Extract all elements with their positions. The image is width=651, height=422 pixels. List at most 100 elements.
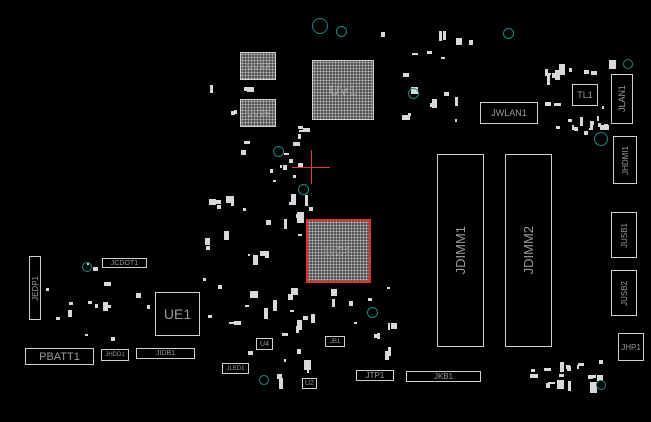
smd-pad	[589, 123, 593, 128]
label: JHDMI1	[620, 145, 630, 175]
smd-pad	[218, 285, 222, 289]
component-uc1-selected[interactable]: UC1	[306, 219, 371, 283]
component-jlan1[interactable]: JLAN1	[611, 74, 633, 124]
smd-pad	[430, 103, 433, 108]
smd-pad	[589, 127, 593, 130]
mounting-hole	[336, 26, 347, 37]
smd-pad	[555, 70, 561, 81]
smd-pad	[204, 238, 210, 245]
smd-pad	[241, 150, 247, 155]
smd-pad	[233, 110, 237, 115]
smd-pad	[584, 70, 590, 74]
smd-pad	[387, 287, 390, 290]
component-ue1[interactable]: UE1	[155, 292, 200, 336]
smd-pad	[306, 364, 309, 373]
smd-pad	[147, 305, 150, 309]
component-jedp1[interactable]: JEDP1	[29, 256, 41, 320]
smd-pad	[566, 364, 570, 369]
component-jdimm2[interactable]: JDIMM2	[505, 154, 552, 347]
label: UV13	[246, 61, 270, 71]
component-uv13[interactable]: UV13	[240, 52, 276, 80]
smd-pad	[284, 218, 288, 229]
smd-pad	[551, 73, 556, 78]
component-jtp1[interactable]: JTP1	[356, 370, 394, 381]
smd-pad	[443, 31, 447, 40]
smd-pad	[426, 51, 432, 54]
smd-pad	[412, 52, 418, 55]
smd-pad	[348, 300, 353, 306]
smd-pad	[292, 142, 300, 146]
smd-pad	[55, 316, 60, 321]
label: JWLAN1	[491, 108, 527, 118]
smd-pad	[280, 165, 283, 168]
smd-pad	[272, 179, 276, 182]
smd-pad	[291, 199, 296, 206]
smd-pad	[243, 141, 250, 144]
component-jwlan1[interactable]: JWLAN1	[480, 102, 538, 124]
label: JTP1	[365, 371, 385, 380]
smd-pad	[544, 68, 549, 73]
component-jhdmi1[interactable]: JHDMI1	[613, 136, 637, 184]
smd-pad	[602, 106, 605, 109]
smd-pad	[110, 337, 115, 342]
label: JKB1	[433, 372, 454, 381]
component-u2[interactable]: U2	[302, 378, 317, 389]
smd-pad	[589, 382, 597, 393]
smd-pad	[106, 305, 111, 309]
smd-pad	[387, 322, 391, 330]
smd-pad	[384, 351, 390, 360]
label: JEDP1	[30, 275, 40, 301]
smd-pad	[295, 214, 301, 218]
smd-pad	[246, 87, 255, 92]
smd-pad	[597, 122, 601, 128]
component-jhp1[interactable]: JHP1	[618, 333, 644, 361]
smd-pad	[545, 102, 552, 106]
component-pbatt1[interactable]: PBATT1	[25, 348, 94, 365]
smd-pad	[401, 115, 410, 121]
smd-pad	[297, 349, 301, 354]
smd-pad	[368, 297, 373, 301]
smd-pad	[573, 127, 578, 132]
smd-pad	[548, 381, 555, 384]
component-jb1[interactable]: JB1	[325, 336, 345, 347]
label: JIDB1	[155, 350, 176, 357]
label: JCDOT1	[110, 259, 139, 267]
component-jidb1[interactable]: JIDB1	[136, 348, 195, 359]
smd-pad	[289, 158, 294, 164]
component-jhdd1[interactable]: JHDD1	[101, 349, 129, 361]
component-uv1[interactable]: UV1	[312, 60, 374, 120]
component-jcdot1[interactable]: JCDOT1	[102, 258, 147, 268]
smd-pad	[455, 97, 459, 107]
mounting-hole	[367, 307, 378, 318]
label: JUSB2	[619, 280, 629, 306]
component-u4[interactable]: U4	[256, 338, 273, 350]
smd-pad	[46, 288, 50, 291]
smd-pad	[265, 220, 271, 225]
smd-pad	[310, 313, 315, 323]
component-jusb2[interactable]: JUSB2	[611, 270, 637, 316]
component-tl1[interactable]: TL1	[572, 84, 598, 106]
smd-pad	[588, 375, 593, 379]
smd-pad	[544, 71, 549, 76]
smd-pad	[229, 321, 236, 325]
label: UV1	[329, 82, 357, 98]
smd-pad	[604, 123, 609, 129]
smd-pad	[136, 292, 142, 298]
smd-pad	[290, 193, 297, 203]
smd-pad	[530, 368, 535, 373]
smd-pad	[224, 231, 230, 241]
smd-pad	[259, 251, 267, 257]
smd-pad	[226, 196, 234, 203]
component-jled1[interactable]: JLED1	[222, 363, 249, 374]
smd-pad	[556, 379, 565, 390]
component-jkb1[interactable]: JKB1	[406, 371, 481, 382]
smd-pad	[589, 121, 594, 126]
component-jdimm1[interactable]: JDIMM1	[437, 154, 484, 347]
smd-pad	[231, 202, 234, 207]
component-jusb1[interactable]: JUSB1	[611, 212, 637, 258]
smd-pad	[408, 113, 412, 116]
component-uv15[interactable]: UV15	[240, 99, 276, 127]
label: JDIMM2	[521, 226, 536, 275]
smd-pad	[243, 207, 247, 212]
